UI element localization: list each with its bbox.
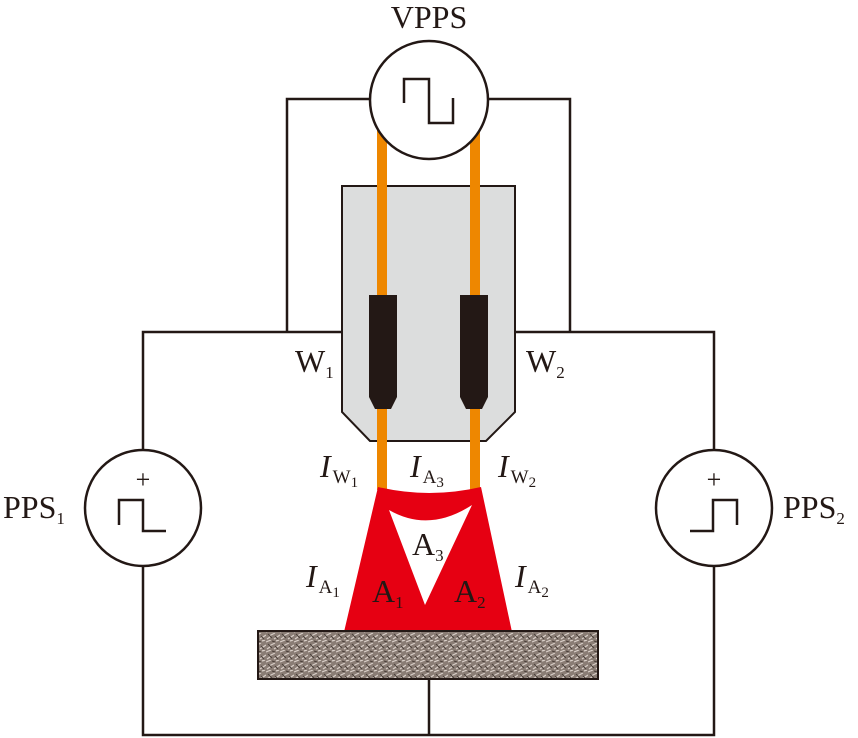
- wire-vpps-right: [488, 97, 572, 332]
- contact-tip-2: [460, 295, 488, 409]
- pps1-source: +: [83, 448, 203, 568]
- vpps-label: VPPS: [391, 0, 468, 35]
- pps1-plus-sign: +: [136, 465, 151, 494]
- pps2-source: +: [654, 448, 774, 568]
- arc-a3-cavity: [389, 505, 472, 605]
- wire-w1-pps1: [141, 330, 342, 451]
- circuit-wires: [141, 97, 716, 737]
- pps2-label: PPS2: [783, 489, 845, 528]
- vpps-source: [368, 39, 490, 161]
- pps2-plus-sign: +: [707, 465, 722, 494]
- torch-body: [341, 185, 516, 442]
- contact-tip-1: [369, 295, 397, 409]
- arc-a3-label: A3: [412, 526, 444, 565]
- pulse-icon-2: [690, 498, 739, 533]
- w1-label: W1: [295, 343, 334, 382]
- workpiece: [257, 630, 599, 680]
- arc-a2-label: A2: [454, 573, 486, 612]
- square-wave-icon: [402, 77, 455, 125]
- w2-label: W2: [526, 343, 565, 382]
- wire-vpps-left: [285, 97, 370, 332]
- wire-w2-pps2: [515, 330, 716, 451]
- arc-region: [344, 487, 512, 632]
- pulse-icon-1: [117, 498, 166, 533]
- pps1-label: PPS1: [3, 489, 65, 528]
- arc-a1-label: A1: [372, 573, 404, 612]
